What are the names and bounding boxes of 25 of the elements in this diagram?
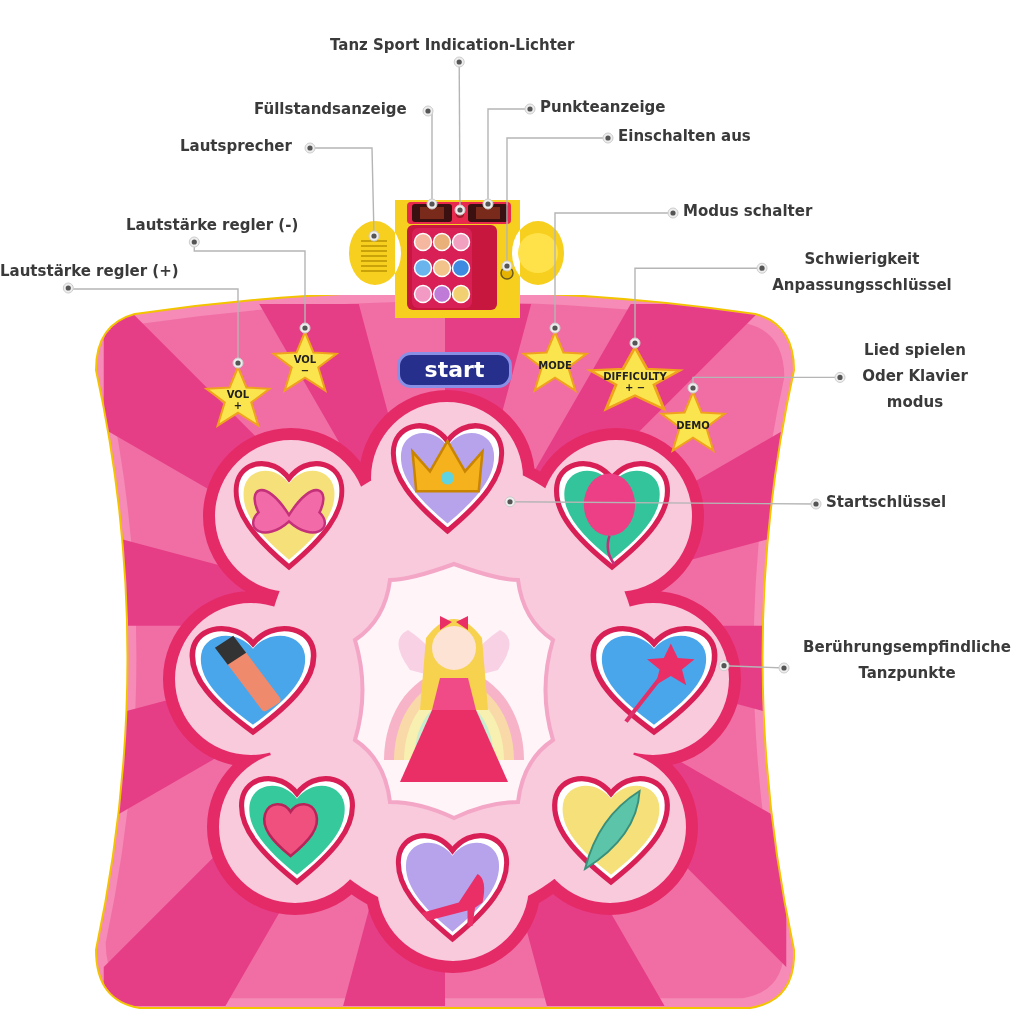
leader-line: [453, 56, 466, 216]
callout-label: Lautstärke regler (+): [0, 258, 196, 288]
leader-line: [422, 105, 438, 210]
leader-line: [482, 103, 536, 210]
leader-line: [504, 496, 822, 510]
callout-label: Tanz Sport Indication-Lichter: [320, 32, 610, 62]
leader-line: [62, 282, 244, 369]
leader-line: [629, 262, 768, 349]
callout-label: Einschalten aus: [608, 123, 778, 153]
callout-label: Lautsprecher: [170, 133, 310, 163]
leader-line: [188, 236, 311, 334]
callout-label: Lied spielen Oder Klavier modus: [840, 337, 990, 423]
start-button: start: [397, 352, 512, 388]
callout-label: Berührungsempfindliche Tanzpunkte: [784, 634, 1024, 702]
leader-line: [304, 142, 380, 242]
callout-label: Lautstärke regler (-): [116, 212, 322, 242]
callout-label: Füllstandsanzeige: [244, 96, 428, 126]
leader-line: [549, 207, 679, 334]
leader-line: [718, 660, 790, 674]
callout-label: Schwierigkeit Anpassungsschlüssel: [762, 246, 962, 306]
leader-line: [687, 371, 846, 394]
callout-label: Modus schalter: [673, 198, 828, 228]
leader-line: [501, 132, 614, 272]
callout-label: Startschlüssel: [816, 489, 966, 519]
callout-label: Punkteanzeige: [530, 94, 690, 124]
